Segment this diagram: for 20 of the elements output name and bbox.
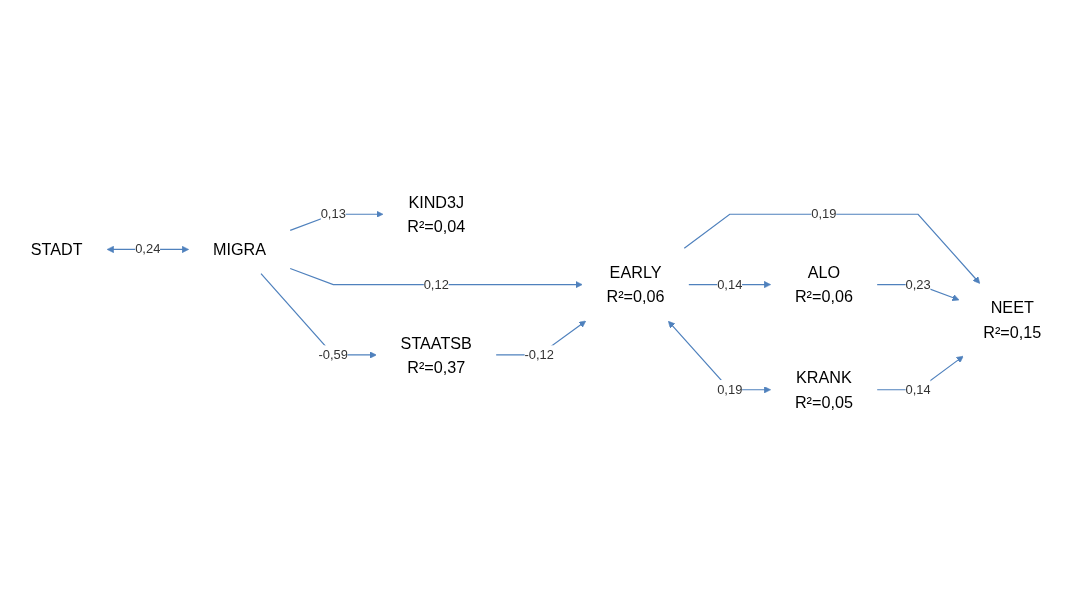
node-text: NEET R²=0,15 bbox=[983, 298, 1042, 341]
edge-label: 0,24 bbox=[135, 242, 161, 256]
edge-label: -0,59 bbox=[318, 347, 349, 362]
edge-label: 0,12 bbox=[423, 277, 449, 292]
edge-label: 0,23 bbox=[905, 277, 931, 292]
edge-label: -0,12 bbox=[524, 347, 554, 362]
edge-label: 0,14 bbox=[905, 382, 931, 397]
node-text: MIGRA bbox=[212, 240, 266, 259]
arrow bbox=[683, 213, 981, 284]
node-text: STADT bbox=[30, 240, 83, 259]
node-text: EARLY R²=0,06 bbox=[606, 263, 665, 306]
node-text: KIND3J R²=0,04 bbox=[407, 193, 466, 236]
node-text: ALO R²=0,06 bbox=[794, 263, 853, 306]
edge-label: 0,13 bbox=[320, 206, 346, 221]
node-text: KRANK R²=0,05 bbox=[794, 368, 853, 411]
edge-label: 0,19 bbox=[717, 382, 743, 397]
edge-label: 0,19 bbox=[811, 206, 837, 221]
edge-label: 0,14 bbox=[717, 277, 743, 292]
node-text: STAATSB R²=0,37 bbox=[400, 333, 472, 377]
arrow bbox=[289, 267, 583, 289]
